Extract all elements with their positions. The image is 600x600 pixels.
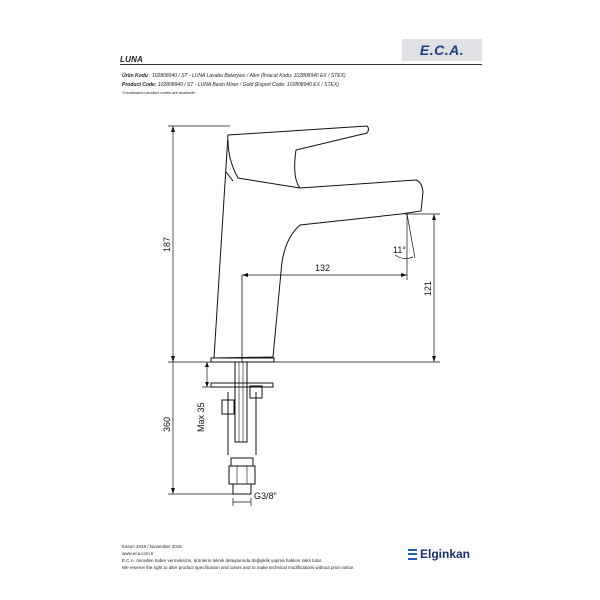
product-code-tr-value: : 102808940 / ST - LUNA Lavabo Bataryası… xyxy=(147,73,346,79)
eca-logo-text: E.C.A. xyxy=(419,42,465,58)
dim-max-thickness: Max 35 xyxy=(196,402,206,432)
dim-spout-height: 121 xyxy=(423,281,433,296)
base-plate-bottom xyxy=(210,382,274,388)
elginkan-brand: Elginkan xyxy=(408,547,470,561)
hose-fitting-left xyxy=(221,399,235,415)
footer-notice-en: We reserve the right to alter product sp… xyxy=(122,565,355,570)
hose-fitting-right xyxy=(249,385,263,399)
threaded-shank xyxy=(234,361,248,443)
base-plate-top xyxy=(210,357,275,363)
product-code-en-label: Product Code: xyxy=(122,82,157,88)
product-title: LUNA xyxy=(120,55,144,64)
elginkan-brand-text: Elginkan xyxy=(420,547,471,561)
eca-logo: E.C.A. xyxy=(402,39,482,61)
dim-angle: 11° xyxy=(393,245,406,255)
nut-upper xyxy=(230,457,254,467)
product-code-en: Product Code: 102808940 / ST - LUNA Basi… xyxy=(122,82,339,88)
dim-thread: G3/8" xyxy=(254,491,277,501)
product-code-tr-label: Ürün Kodu xyxy=(122,73,148,79)
product-code-tr: Ürün Kodu : 102808940 / ST - LUNA Lavabo… xyxy=(122,73,346,79)
footer-notice-tr: E.C.A. önceden haber vermeksizin, ürünle… xyxy=(122,558,323,563)
footer-date: Kasım 2015 / November 2015 xyxy=(122,544,182,549)
nut-tip xyxy=(232,483,252,495)
lever-seam xyxy=(225,171,234,182)
faucet-body-outline xyxy=(213,125,424,359)
product-code-en-value: 102808940 / ST - LUNA Basin Mixer / Gold… xyxy=(156,82,339,88)
dim-spout-reach: 132 xyxy=(315,263,330,273)
nut-lower xyxy=(228,465,256,485)
footer-website: www.eca.com.tr xyxy=(122,551,154,556)
dim-hose-length: 360 xyxy=(162,417,172,432)
localisation-note: *Localisation product codes are availabl… xyxy=(122,90,196,95)
lever-handle xyxy=(227,139,301,189)
header-divider xyxy=(120,64,482,65)
elginkan-logo-icon xyxy=(408,548,417,560)
dim-total-height: 187 xyxy=(162,237,172,252)
